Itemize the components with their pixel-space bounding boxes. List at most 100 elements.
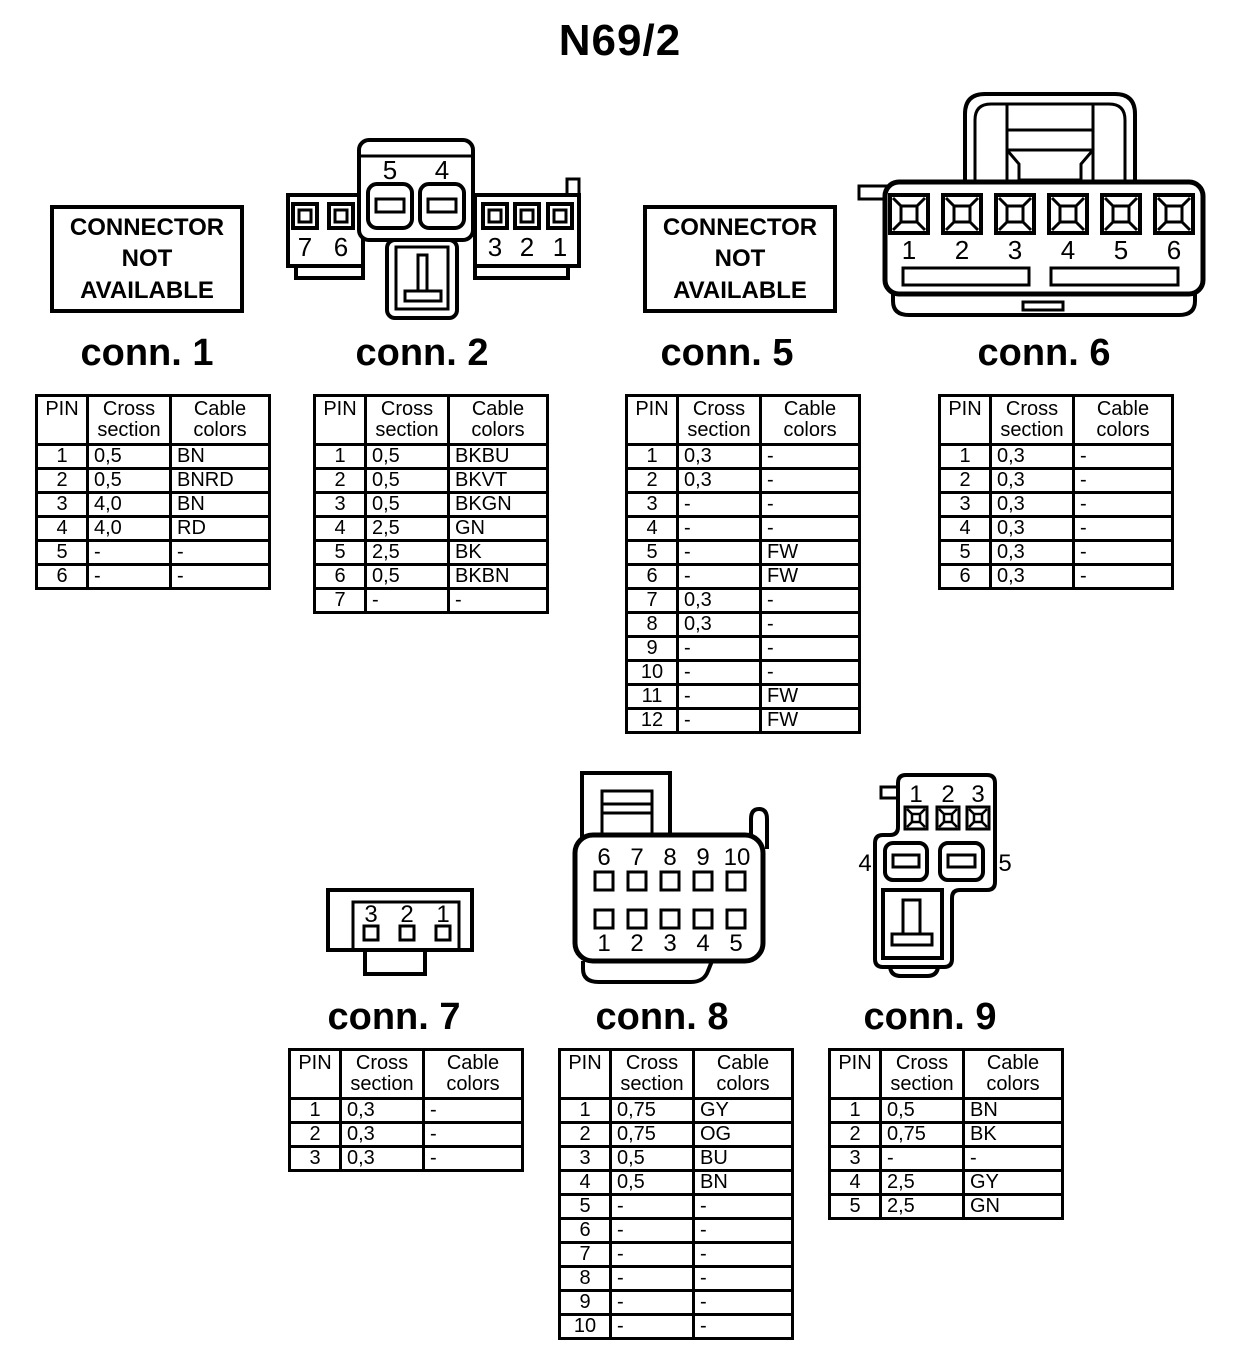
table-cell: 0,3 — [989, 443, 1075, 470]
table-cell: - — [609, 1193, 695, 1220]
table-header-row: PIN Cross section Cable colors — [288, 1048, 524, 1100]
table-cell: - — [759, 611, 861, 638]
table-cell: 0,3 — [989, 515, 1075, 542]
table-cell: 4,0 — [86, 491, 172, 518]
conn2-label: conn. 2 — [355, 332, 489, 374]
table-cell: - — [422, 1121, 524, 1148]
table-cell: 3 — [313, 491, 367, 518]
conn2-key-base — [403, 289, 443, 303]
table-cell: 3 — [35, 491, 89, 518]
conn7-pin1-cavity — [434, 924, 452, 942]
table-cell: 6 — [35, 563, 89, 590]
conn5-not-available-box: CONNECTOR NOT AVAILABLE — [643, 205, 837, 313]
conn2-right-lip — [473, 264, 570, 280]
table-cell: - — [676, 563, 762, 590]
table-cell: 7 — [558, 1241, 612, 1268]
table-row: 7-- — [558, 1241, 794, 1268]
table-row: 6-FW — [625, 563, 861, 590]
table-cell: - — [692, 1193, 794, 1220]
conn6-blade-slot-right — [1049, 266, 1180, 287]
table-cell: BKBN — [447, 563, 549, 590]
table-cell: - — [692, 1313, 794, 1340]
col-header-cable-colors: Cable colors — [759, 394, 861, 446]
conn7-bottom-tab — [363, 948, 427, 976]
col-header-cable-colors: Cable colors — [447, 394, 549, 446]
table-cell: - — [422, 1097, 524, 1124]
table-cell: RD — [169, 515, 271, 542]
table-cell: BKVT — [447, 467, 549, 494]
table-header-row: PIN Cross section Cable colors — [625, 394, 861, 446]
table-cell: 10 — [558, 1313, 612, 1340]
table-cell: 0,3 — [676, 443, 762, 470]
table-cell: 6 — [938, 563, 992, 590]
table-row: 10-- — [625, 659, 861, 686]
col-header-pin: PIN — [558, 1048, 612, 1100]
col-header-cable-colors: Cable colors — [692, 1048, 794, 1100]
col-header-pin: PIN — [313, 394, 367, 446]
table-cell: - — [759, 443, 861, 470]
conn8-connector-drawing: 6 7 8 9 10 1 2 3 4 5 — [572, 771, 769, 984]
conn8-pin9-cavity — [692, 870, 714, 892]
table-cell: - — [759, 587, 861, 614]
table-cell: 0,5 — [364, 467, 450, 494]
table-cell: 1 — [35, 443, 89, 470]
table-cell: - — [676, 707, 762, 734]
table-cell: 0,5 — [364, 443, 450, 470]
table-cell: BKGN — [447, 491, 549, 518]
table-cell: - — [364, 587, 450, 614]
conn2-pin5-number: 5 — [383, 155, 397, 185]
table-cell: - — [86, 539, 172, 566]
table-cell: - — [609, 1313, 695, 1340]
table-cell: 0,3 — [989, 467, 1075, 494]
conn9-pin2-number: 2 — [941, 781, 954, 808]
col-header-cable-colors: Cable colors — [1072, 394, 1174, 446]
table-cell: - — [759, 491, 861, 518]
conn8-pin7-number: 7 — [630, 844, 643, 871]
table-cell: 3 — [938, 491, 992, 518]
table-cell: BN — [962, 1097, 1064, 1124]
table-cell: BNRD — [169, 467, 271, 494]
table-cell: - — [879, 1145, 965, 1172]
table-cell: 0,3 — [676, 587, 762, 614]
col-header-cross-section: Cross section — [989, 394, 1075, 446]
table-row: 10-- — [558, 1313, 794, 1340]
table-cell: - — [962, 1145, 1064, 1172]
conn6-body — [882, 179, 1206, 297]
table-cell: 5 — [313, 539, 367, 566]
conn8-label: conn. 8 — [595, 996, 729, 1038]
table-cell: 3 — [288, 1145, 342, 1172]
table-cell: - — [1072, 563, 1174, 590]
table-row: 9-- — [625, 635, 861, 662]
table-row: 3-- — [828, 1145, 1064, 1172]
col-header-cross-section: Cross section — [364, 394, 450, 446]
conn7-pin2-cavity — [398, 924, 416, 942]
conn2-pin6-number: 6 — [334, 232, 348, 262]
table-cell: - — [676, 539, 762, 566]
table-cell: 4 — [558, 1169, 612, 1196]
table-cell: - — [1072, 515, 1174, 542]
table-cell: - — [759, 659, 861, 686]
table-cell: 8 — [558, 1265, 612, 1292]
table-cell: 1 — [938, 443, 992, 470]
table-row: 3-- — [625, 491, 861, 518]
conn1-not-available-box: CONNECTOR NOT AVAILABLE — [50, 205, 244, 313]
table-cell: GY — [692, 1097, 794, 1124]
table-row: 12-FW — [625, 707, 861, 734]
conn2-right-wing — [473, 193, 581, 268]
table-header-row: PIN Cross section Cable colors — [938, 394, 1174, 446]
table-cell: BKBU — [447, 443, 549, 470]
table-cell: 0,3 — [989, 539, 1075, 566]
